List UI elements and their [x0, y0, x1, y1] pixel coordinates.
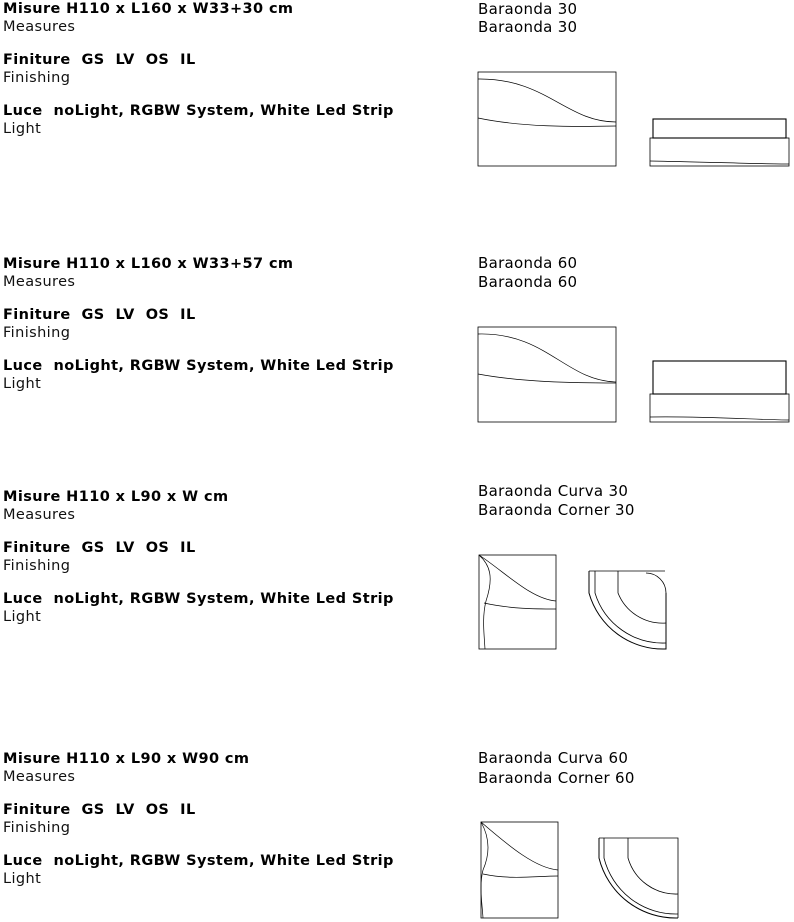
light-label: Light	[3, 121, 42, 137]
product-name-en-4: Baraonda Corner 60	[478, 769, 635, 787]
product-name-en-2: Baraonda 60	[478, 273, 578, 291]
finishing-label: Finishing	[3, 325, 71, 341]
light-text: Luce noLight, RGBW System, White Led Str…	[3, 358, 394, 374]
measures-text: Misure H110 x L160 x W33+30 cm	[3, 1, 294, 17]
product-drawing-1	[477, 71, 790, 167]
measures-text: Misure H110 x L90 x W cm	[3, 489, 229, 505]
product-drawing-2	[477, 326, 790, 423]
measures-text: Misure H110 x L160 x W33+57 cm	[3, 256, 294, 272]
product-spec-1: Misure H110 x L160 x W33+30 cm Measures …	[3, 0, 394, 138]
light-text: Luce noLight, RGBW System, White Led Str…	[3, 853, 394, 869]
finishing-text: Finiture GS LV OS IL	[3, 802, 196, 818]
product-name-1: Baraonda 30	[478, 0, 578, 18]
product-drawing-3	[478, 554, 667, 650]
light-text: Luce noLight, RGBW System, White Led Str…	[3, 103, 394, 119]
measures-label: Measures	[3, 19, 76, 35]
finishing-label: Finishing	[3, 558, 71, 574]
measures-label: Measures	[3, 769, 76, 785]
product-spec-3: Misure H110 x L90 x W cm Measures Finitu…	[3, 488, 394, 626]
finishing-label: Finishing	[3, 70, 71, 86]
product-drawing-4	[480, 821, 679, 919]
finishing-text: Finiture GS LV OS IL	[3, 307, 196, 323]
product-name-2: Baraonda 60	[478, 254, 578, 272]
product-name-3: Baraonda Curva 30	[478, 482, 629, 500]
measures-label: Measures	[3, 507, 76, 523]
finishing-text: Finiture GS LV OS IL	[3, 52, 196, 68]
finishing-label: Finishing	[3, 820, 71, 836]
product-spec-4: Misure H110 x L90 x W90 cm Measures Fini…	[3, 750, 394, 888]
product-name-en-1: Baraonda 30	[478, 18, 578, 36]
light-label: Light	[3, 376, 42, 392]
light-text: Luce noLight, RGBW System, White Led Str…	[3, 591, 394, 607]
product-name-en-3: Baraonda Corner 30	[478, 501, 635, 519]
light-label: Light	[3, 609, 42, 625]
measures-label: Measures	[3, 274, 76, 290]
light-label: Light	[3, 871, 42, 887]
measures-text: Misure H110 x L90 x W90 cm	[3, 751, 250, 767]
product-name-4: Baraonda Curva 60	[478, 749, 629, 767]
finishing-text: Finiture GS LV OS IL	[3, 540, 196, 556]
product-spec-2: Misure H110 x L160 x W33+57 cm Measures …	[3, 255, 394, 393]
